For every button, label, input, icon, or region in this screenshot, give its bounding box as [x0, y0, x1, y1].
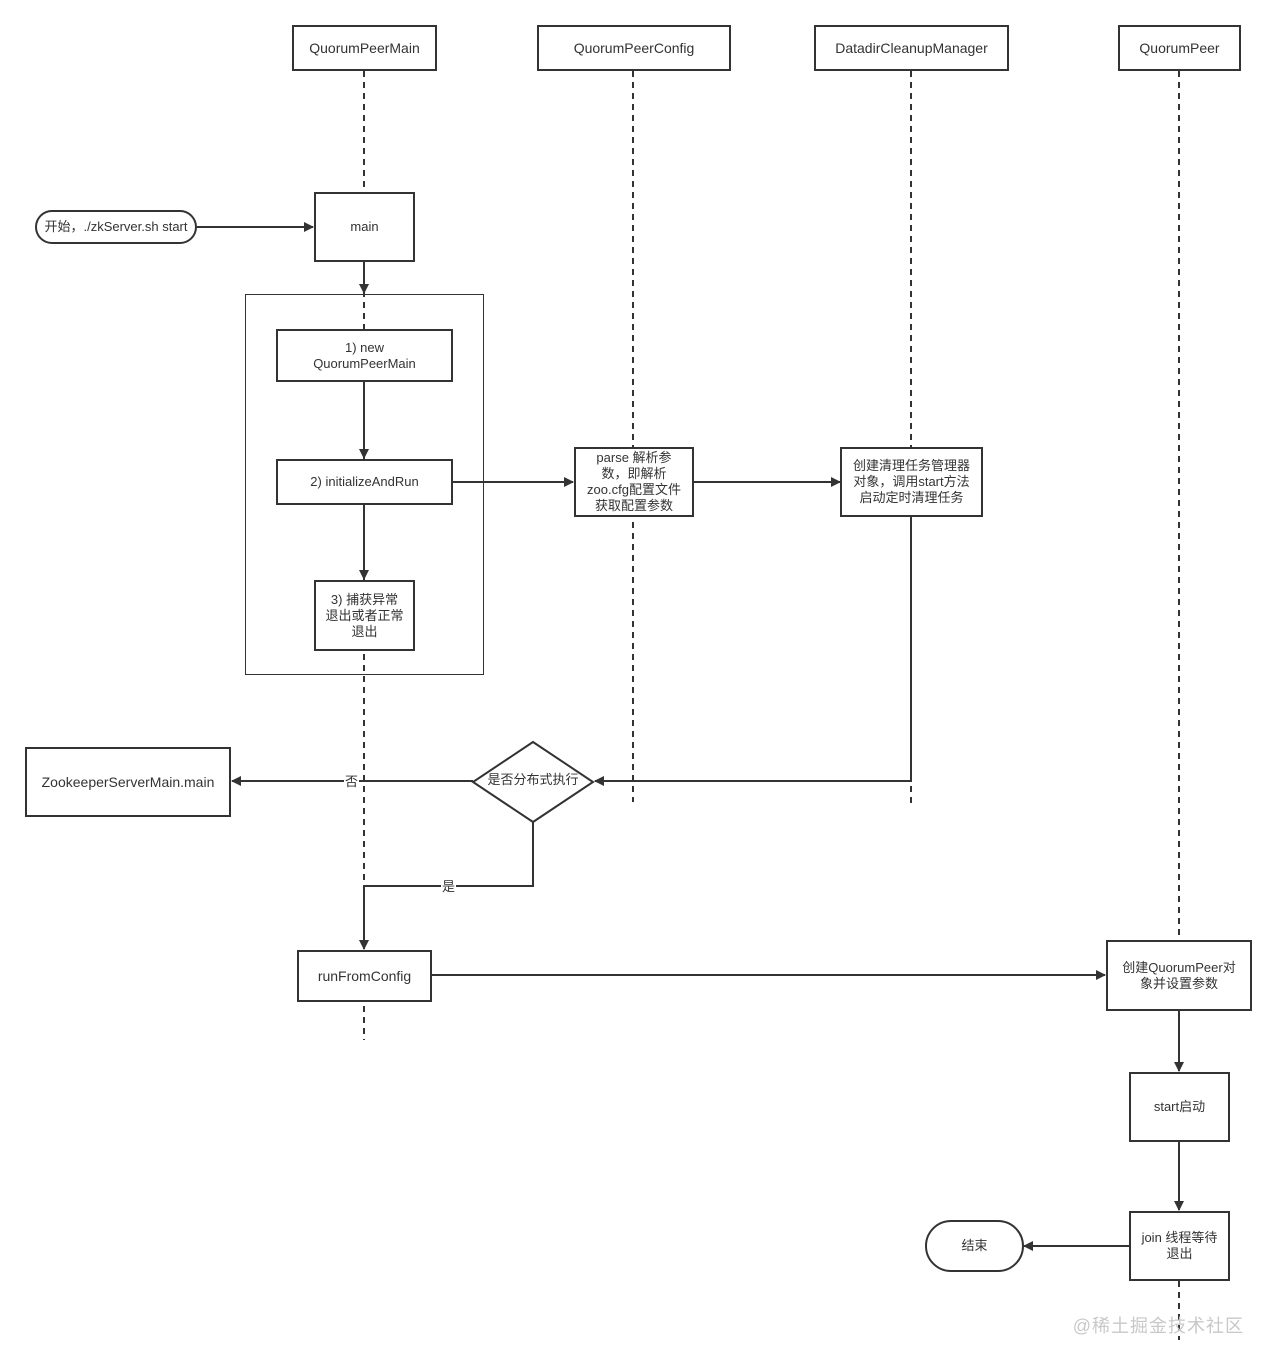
- cleanup-manager-node: 创建清理任务管理器 对象，调用start方法 启动定时清理任务: [840, 447, 983, 517]
- lane-header-quorumpeermain: QuorumPeerMain: [292, 25, 437, 71]
- join-thread-node: join 线程等待 退出: [1129, 1211, 1230, 1281]
- main-steps-group: [245, 294, 484, 675]
- lane-header-quorumpeerconfig: QuorumPeerConfig: [537, 25, 731, 71]
- run-from-config-node: runFromConfig: [297, 950, 432, 1002]
- decision-label: 是否分布式执行: [487, 772, 579, 787]
- step-initialize-and-run: 2) initializeAndRun: [276, 459, 453, 505]
- edge-cleanup-to-decision: [594, 517, 912, 786]
- zookeeper-server-main-node: ZookeeperServerMain.main: [25, 747, 231, 817]
- parse-config-node: parse 解析参 数，即解析 zoo.cfg配置文件 获取配置参数: [574, 447, 694, 517]
- step-catch-exception: 3) 捕获异常 退出或者正常 退出: [314, 580, 415, 651]
- start-node: 开始，./zkServer.sh start: [35, 210, 197, 244]
- end-node: 结束: [925, 1220, 1024, 1272]
- watermark: @稀土掘金技术社区: [1072, 1316, 1244, 1336]
- decision-diamond: [471, 740, 595, 824]
- start-peer-node: start启动: [1129, 1072, 1230, 1142]
- create-quorumpeer-node: 创建QuorumPeer对 象并设置参数: [1106, 940, 1252, 1011]
- lane-header-datadircleanupmanager: DatadirCleanupManager: [814, 25, 1009, 71]
- main-node: main: [314, 192, 415, 262]
- edge-label-no: 否: [344, 774, 360, 789]
- lane-header-quorumpeer: QuorumPeer: [1118, 25, 1241, 71]
- step-new-quorumpeermain: 1) new QuorumPeerMain: [276, 329, 453, 382]
- edge-label-yes: 是: [441, 879, 457, 894]
